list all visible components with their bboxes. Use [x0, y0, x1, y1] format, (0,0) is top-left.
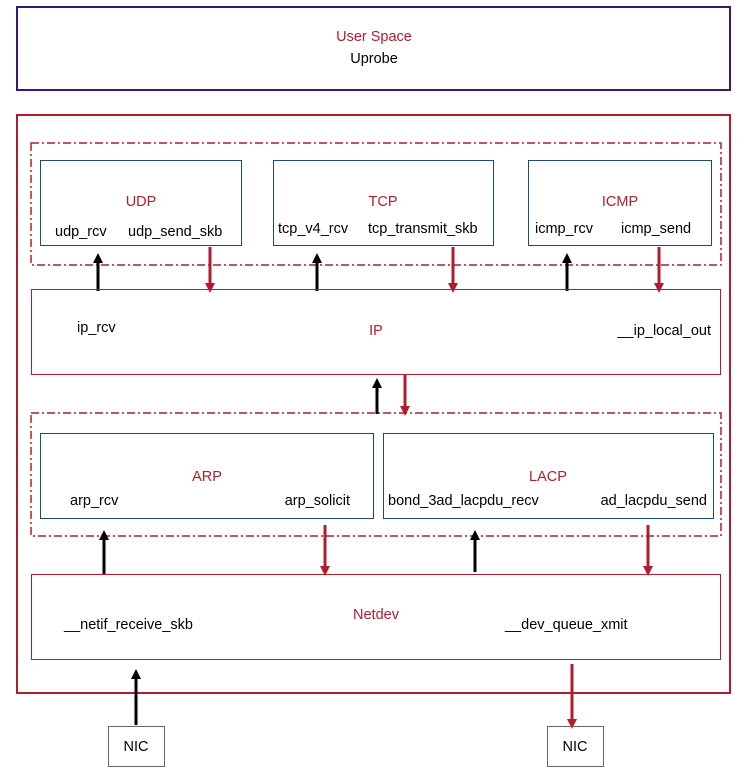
nic-egress-box: [547, 726, 604, 767]
ip-send-label: __ip_local_out: [617, 323, 711, 339]
user-space-title: User Space: [336, 29, 412, 45]
tcp-box: [273, 160, 494, 246]
arp-rcv-label: arp_rcv: [70, 493, 119, 509]
netdev-box: [31, 574, 721, 660]
tcp-send-label: tcp_transmit_skb: [368, 221, 478, 237]
lacp-send-label: ad_lacpdu_send: [600, 493, 707, 509]
nic-ingress-label: NIC: [123, 739, 149, 755]
netdev-rcv-label: __netif_receive_skb: [64, 617, 193, 633]
arp-send-label: arp_solicit: [284, 493, 350, 509]
arp-title: ARP: [192, 469, 222, 485]
netdev-send-label: __dev_queue_xmit: [505, 617, 628, 633]
udp-rcv-label: udp_rcv: [55, 224, 107, 240]
udp-box: [40, 160, 242, 246]
ip-rcv-label: ip_rcv: [77, 320, 116, 336]
ip-title: IP: [369, 323, 383, 339]
netdev-title: Netdev: [353, 607, 399, 623]
transport-group-border: [30, 142, 722, 266]
ip-box: [31, 289, 721, 375]
lacp-title: LACP: [529, 469, 567, 485]
user-space-box: [16, 6, 731, 91]
icmp-rcv-label: icmp_rcv: [535, 221, 594, 237]
nic-egress-label: NIC: [562, 739, 588, 755]
arp-box: [40, 433, 374, 519]
udp-send-label: udp_send_skb: [128, 224, 223, 240]
nic-ingress-box: [108, 726, 165, 767]
lacp-rcv-label: bond_3ad_lacpdu_recv: [388, 493, 539, 509]
udp-title: UDP: [125, 194, 157, 210]
icmp-send-label: icmp_send: [621, 221, 692, 237]
tcp-title: TCP: [368, 194, 398, 210]
link-group-border: [30, 412, 722, 537]
tcp-rcv-label: tcp_v4_rcv: [278, 221, 349, 237]
user-space-subtitle: Uprobe: [350, 51, 398, 67]
icmp-box: [528, 160, 712, 246]
lacp-box: [383, 433, 714, 519]
icmp-title: ICMP: [601, 194, 639, 210]
kernel-box: [16, 114, 731, 694]
